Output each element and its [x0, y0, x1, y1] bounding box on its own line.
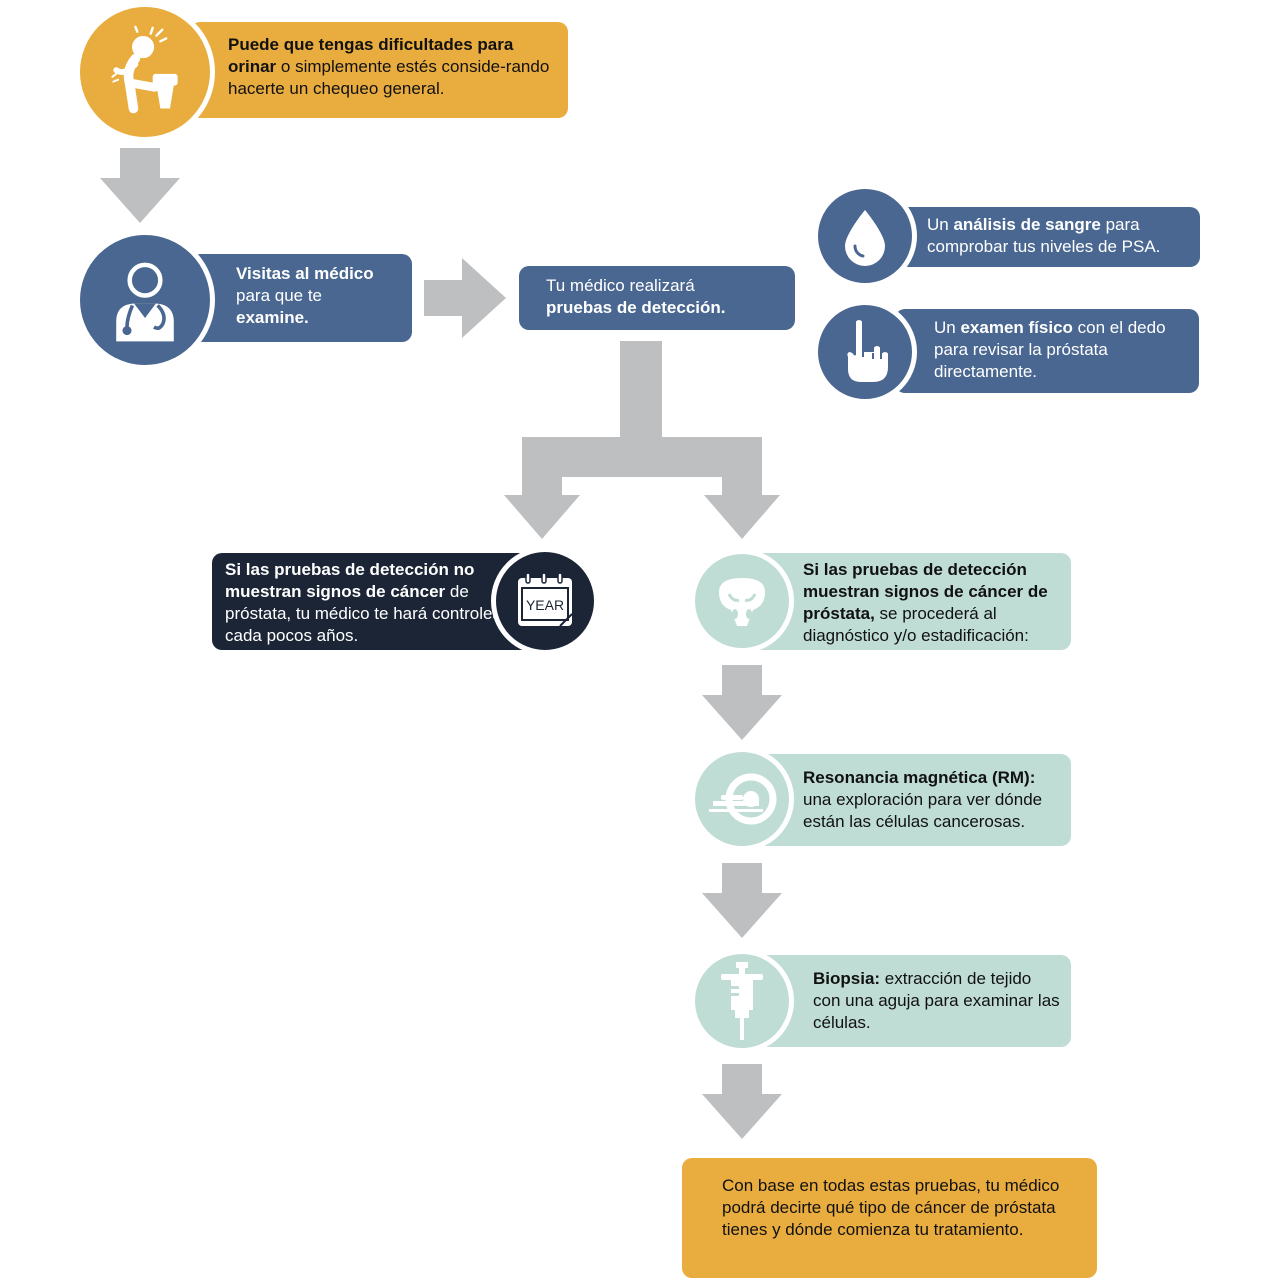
- step1-box: Puede que tengas dificultades para orina…: [190, 22, 568, 118]
- test-exam-icon-circle: [813, 300, 917, 404]
- test-blood-icon-circle: [813, 184, 917, 288]
- mri-box: Resonancia magnética (RM): una exploraci…: [745, 754, 1071, 846]
- result-negative-bold: Si las pruebas de detección no muestran …: [225, 560, 475, 601]
- biopsy-bold: Biopsia:: [813, 969, 881, 988]
- result-positive-icon-circle: [690, 549, 794, 653]
- test-blood-post: para comprobar tus niveles de PSA.: [927, 215, 1161, 256]
- man-urinating-icon: [111, 25, 178, 114]
- arrow-right: [424, 258, 506, 338]
- mri-icon-circle: [690, 747, 794, 851]
- result-negative-text: de próstata, tu médico te hará controles…: [225, 582, 501, 645]
- finger-icon: [845, 318, 890, 384]
- arrow-down-4: [702, 1064, 782, 1139]
- step2-bold-2: examine.: [236, 308, 309, 327]
- arrow-down-3: [702, 863, 782, 938]
- final-box: Con base en todas estas pruebas, tu médi…: [682, 1158, 1097, 1278]
- syringe-icon: [721, 962, 763, 1040]
- step3-text: Tu médico realizará: [546, 276, 695, 295]
- step1-bold: Puede que tengas dificultades para orina…: [228, 35, 514, 76]
- mri-bold: Resonancia magnética (RM):: [803, 768, 1036, 787]
- arrow-down-2: [702, 665, 782, 740]
- test-exam-post: con el dedo para revisar la próstata dir…: [934, 318, 1166, 381]
- result-positive-box: Si las pruebas de detección muestran sig…: [745, 553, 1071, 650]
- prostate-icon: [719, 578, 765, 626]
- step1-icon-circle: [75, 2, 215, 142]
- blood-drop-icon: [845, 210, 885, 266]
- test-blood-pre: Un: [927, 215, 954, 234]
- result-positive-bold: Si las pruebas de detección muestran sig…: [803, 560, 1048, 623]
- biopsy-icon-circle: [690, 949, 794, 1053]
- biopsy-text: extracción de tejido con una aguja para …: [813, 969, 1060, 1032]
- test-exam-pre: Un: [934, 318, 961, 337]
- test-exam-box: Un examen físico con el dedo para revisa…: [895, 309, 1199, 393]
- result-negative-icon-circle: YEAR: [491, 547, 599, 655]
- test-blood-box: Un análisis de sangre para comprobar tus…: [895, 207, 1200, 267]
- step2-icon-circle: [75, 230, 215, 370]
- mri-text: una exploración para ver dónde están las…: [803, 790, 1043, 831]
- step1-text: o simplemente estés conside-rando hacert…: [228, 57, 550, 98]
- test-exam-bold: examen físico: [960, 318, 1073, 337]
- calendar-year-icon: YEAR: [518, 572, 573, 627]
- final-text: Con base en todas estas pruebas, tu médi…: [722, 1176, 1060, 1239]
- step2-box: Visitas al médico para que te examine.: [190, 254, 412, 342]
- arrow-split: [502, 341, 782, 541]
- doctor-icon: [116, 262, 174, 342]
- step3-bold: pruebas de detección.: [546, 298, 726, 317]
- step2-text: para que te: [236, 286, 323, 305]
- arrow-down-1: [100, 148, 180, 223]
- step3-box: Tu médico realizará pruebas de detección…: [519, 266, 795, 330]
- mri-scanner-icon: [709, 773, 777, 825]
- result-negative-box: Si las pruebas de detección no muestran …: [212, 553, 544, 650]
- result-positive-text: se procederá al diagnóstico y/o estadifi…: [803, 604, 1029, 645]
- biopsy-box: Biopsia: extracción de tejido con una ag…: [745, 955, 1071, 1047]
- step2-bold-1: Visitas al médico: [236, 264, 374, 283]
- test-blood-bold: análisis de sangre: [953, 215, 1101, 234]
- calendar-year-text: YEAR: [526, 597, 564, 613]
